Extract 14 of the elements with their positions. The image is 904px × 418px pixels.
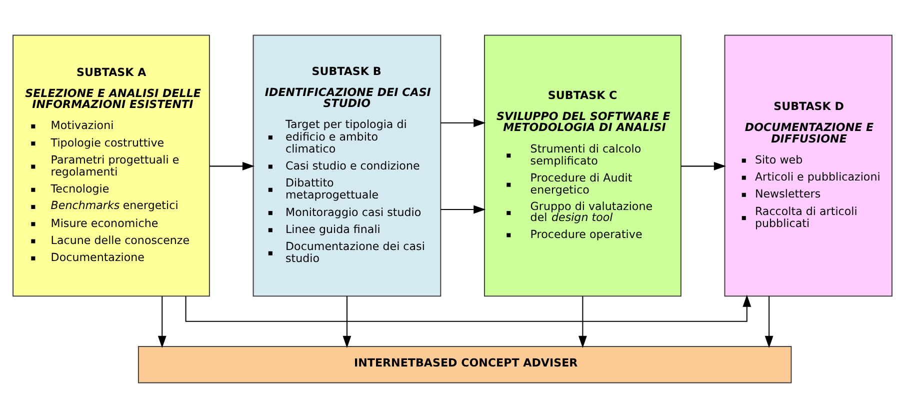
node-box: SUBTASK C SVILUPPO DEL SOFTWARE E METODOLOGIA DI ANALISI Strumenti di calcolo semplificato Procedure di Audit energetico Gruppo di valutazione del design tool Procedure operative bbox=[483, 34, 681, 297]
arrow bbox=[764, 296, 773, 348]
arrow bbox=[680, 162, 726, 170]
arrow bbox=[440, 205, 486, 214]
arrow bbox=[578, 296, 586, 348]
node-box: SUBTASK D DOCUMENTAZIONE E DIFFUSIONE Sito web Articoli e pubblicazioni Newsletters Raccolta di articoli pubblicati bbox=[724, 34, 892, 297]
node-box: SUBTASK A SELEZIONE E ANALISI DELLE INFORMAZIONI ESISTENTI Motivazioni Tipologie costruttive Parametri progettuali e regolamenti Tecnologie Benchmarks energetici Misure economiche Lacune delle conoscenze Documentazione bbox=[12, 34, 210, 297]
arrow bbox=[209, 162, 254, 170]
arrow bbox=[440, 118, 486, 128]
node-box: INTERNETBASED CONCEPT ADVISER bbox=[137, 346, 792, 384]
arrow bbox=[342, 296, 351, 348]
node-box: SUBTASK B IDENTIFICAZIONE DEI CASI STUDIO Target per tipologia di edificio e ambito climatico Casi studio e condizione Dibattito metaprogettuale Monitoraggio casi studio Linee guida finali Documentazione dei casi studio bbox=[252, 34, 441, 297]
arrow bbox=[184, 294, 751, 322]
arrow bbox=[157, 296, 166, 348]
